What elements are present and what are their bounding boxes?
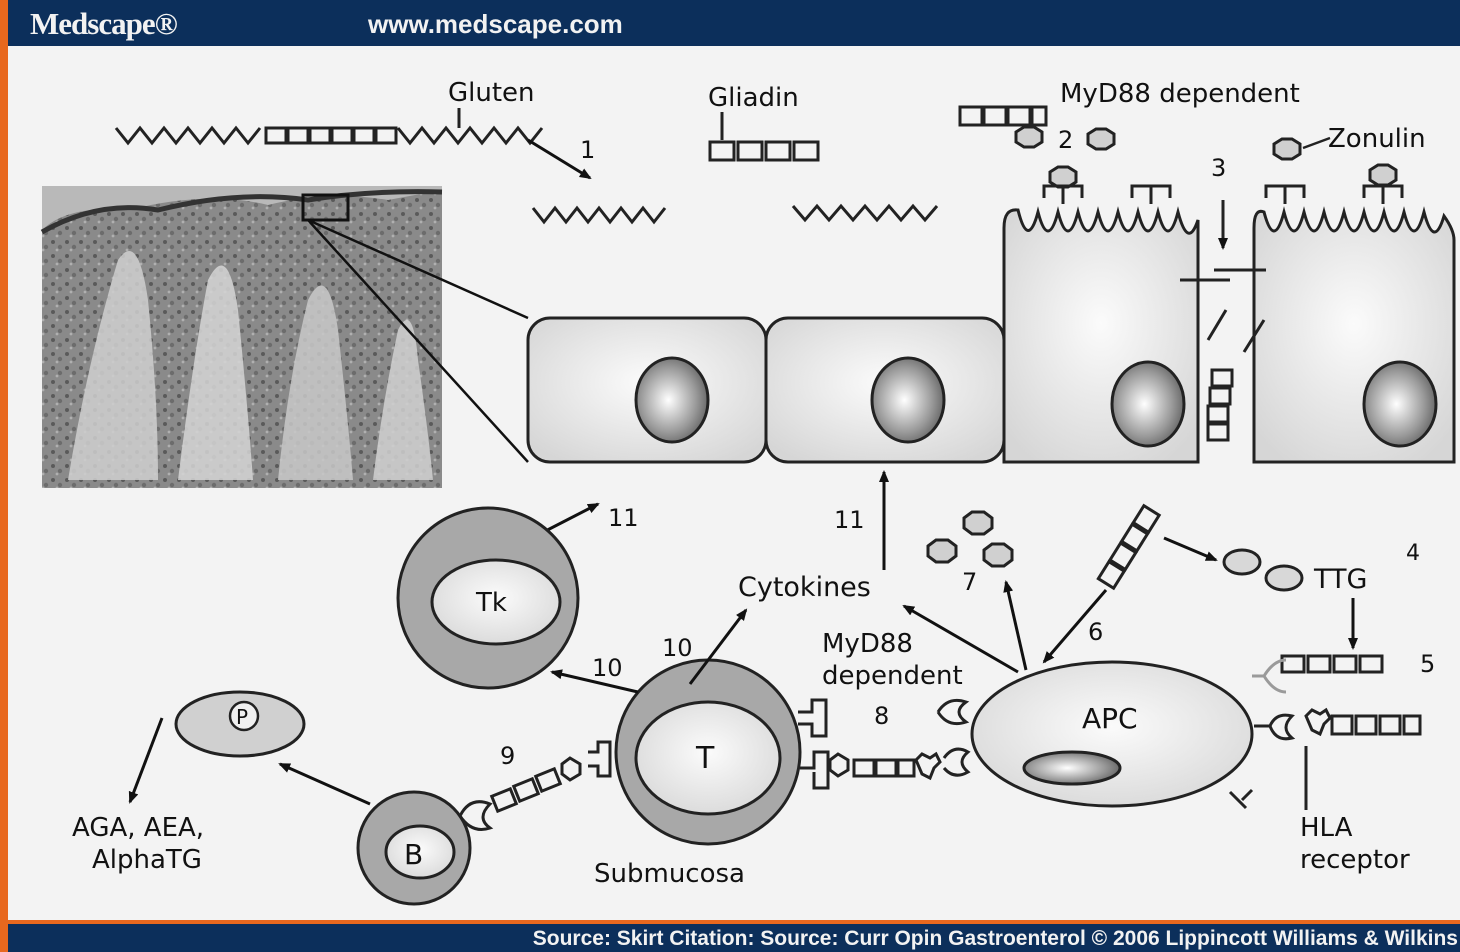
myd88-dependent-top-label: MyD88 dependent xyxy=(1060,79,1300,109)
hla-line1-label: HLA xyxy=(1300,813,1353,843)
myd88-line2-label: dependent xyxy=(822,661,963,691)
step-11-center-label: 11 xyxy=(834,506,865,534)
step-4-label: 4 xyxy=(1406,541,1420,566)
ttg-enzyme xyxy=(1224,550,1302,590)
gluten-chain xyxy=(116,108,590,178)
step-2-label: 2 xyxy=(1058,126,1073,154)
figure-area: Gluten 1 Gliadin MyD88 dependent 2 xyxy=(8,46,1460,920)
gliadin-chain-diagonal xyxy=(1098,506,1159,588)
b-cell-label: B xyxy=(404,838,423,871)
gliadin-label: Gliadin xyxy=(708,83,799,113)
step-1-label: 1 xyxy=(580,136,595,164)
zonulin-label: Zonulin xyxy=(1328,124,1426,154)
cytokine-molecules xyxy=(928,512,1012,566)
step-10-right-label: 10 xyxy=(662,634,693,662)
plasma-cell-label: P xyxy=(236,705,248,729)
gluten-label: Gluten xyxy=(448,78,535,108)
bcr-complex xyxy=(460,742,610,830)
peptide-fragment-left xyxy=(533,208,665,222)
footer-bar: Source: Skirt Citation: Source: Curr Opi… xyxy=(8,924,1460,952)
hla-receptor xyxy=(1230,660,1420,810)
t-cell-label: T xyxy=(695,741,715,776)
antibodies-line2-label: AlphaTG xyxy=(92,845,202,875)
tk-cell-label: Tk xyxy=(475,588,507,618)
ttg-label: TTG xyxy=(1313,564,1367,595)
peptide-fragment-right xyxy=(793,206,937,220)
epithelial-layer xyxy=(528,210,1454,462)
medscape-logo[interactable]: Medscape® xyxy=(30,6,177,42)
header-bar: Medscape® www.medscape.com xyxy=(8,0,1460,46)
gliadin-peptide xyxy=(710,112,818,160)
submucosa-label: Submucosa xyxy=(594,859,745,889)
step-7-label: 7 xyxy=(962,568,977,596)
cytokines-label: Cytokines xyxy=(738,572,871,603)
source-citation: Source: Skirt Citation: Source: Curr Opi… xyxy=(533,927,1458,951)
step-8-label: 8 xyxy=(874,702,889,730)
celiac-pathogenesis-diagram: Gluten 1 Gliadin MyD88 dependent 2 xyxy=(8,46,1460,920)
hla-line2-label: receptor xyxy=(1300,845,1410,875)
myd88-line1-label: MyD88 xyxy=(822,629,913,659)
step-9-label: 9 xyxy=(500,742,515,770)
step-6-label: 6 xyxy=(1088,618,1103,646)
step-3-label: 3 xyxy=(1211,154,1226,182)
deamidated-gliadin xyxy=(1282,656,1382,672)
step-11-left-label: 11 xyxy=(608,504,639,532)
step-10-left-label: 10 xyxy=(592,654,623,682)
antibodies-line1-label: AGA, AEA, xyxy=(72,813,204,843)
step-5-label: 5 xyxy=(1420,650,1435,678)
gliadin-peptide-top xyxy=(960,107,1046,125)
site-url[interactable]: www.medscape.com xyxy=(368,9,623,40)
apc-label: APC xyxy=(1082,702,1138,735)
histology-micrograph xyxy=(42,186,528,488)
